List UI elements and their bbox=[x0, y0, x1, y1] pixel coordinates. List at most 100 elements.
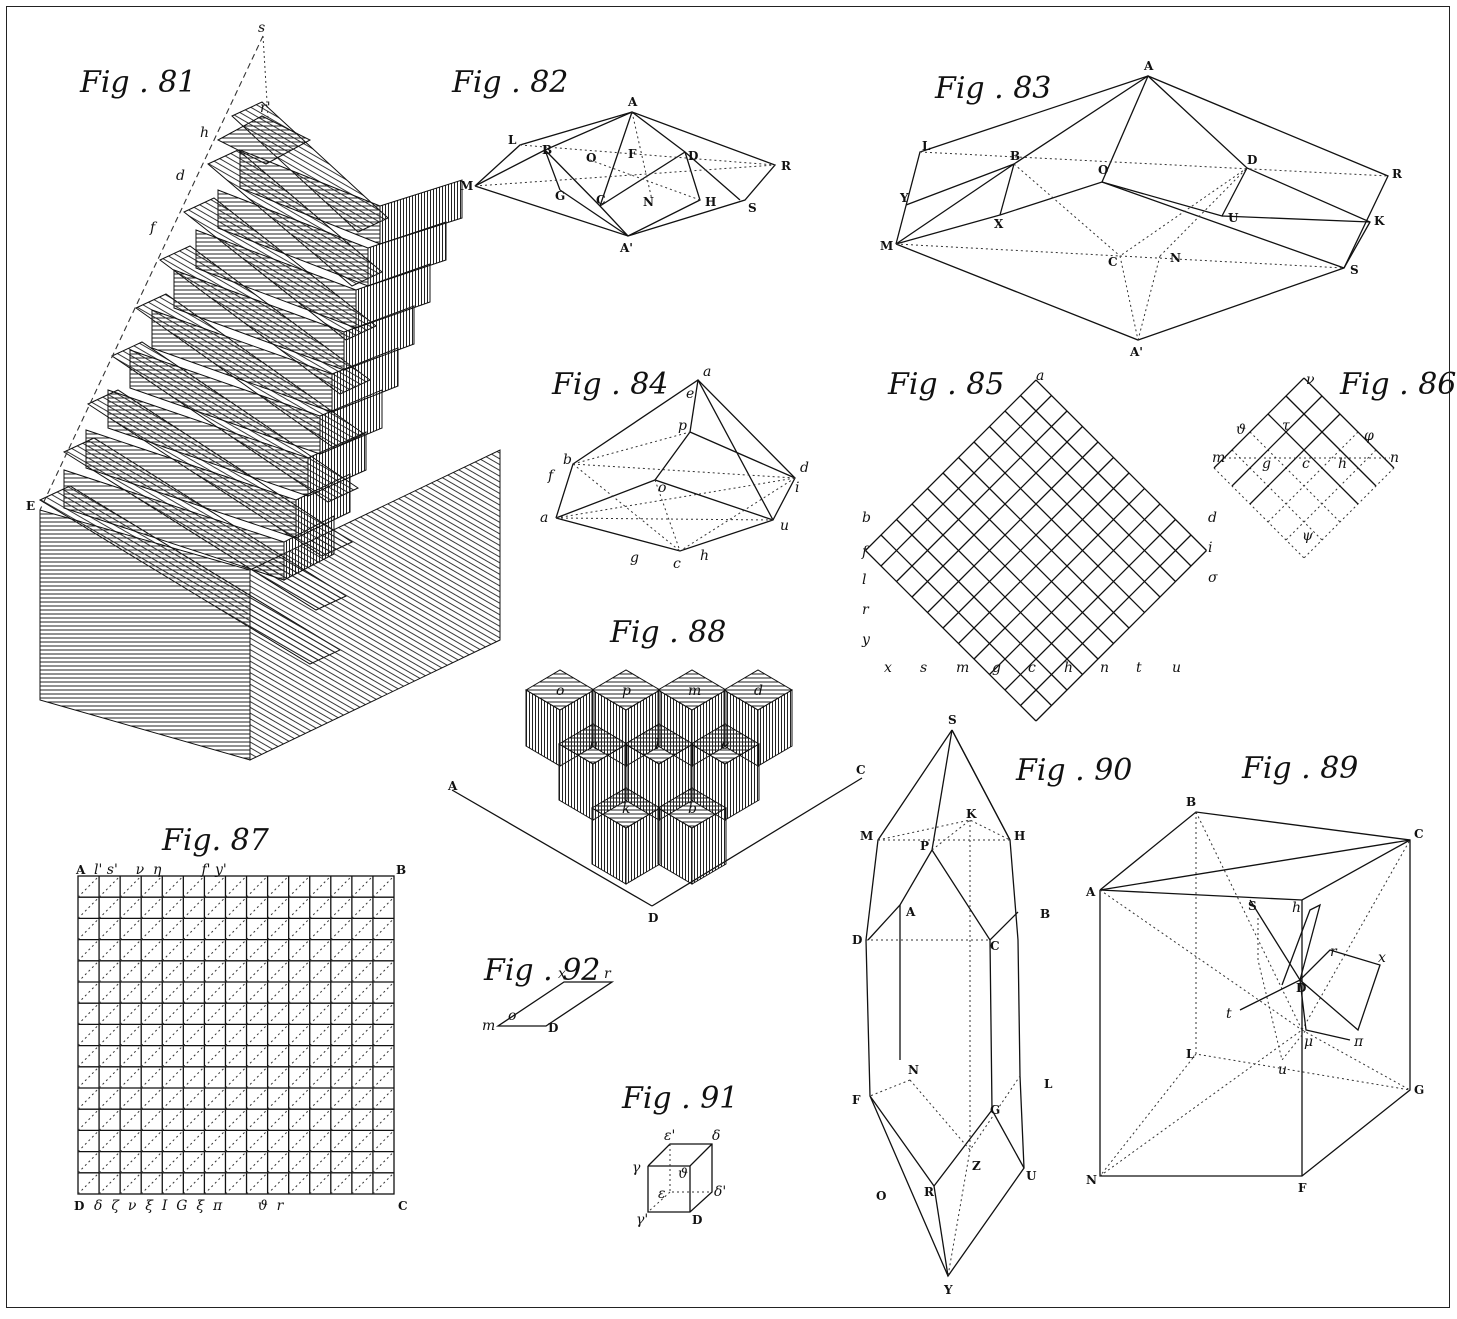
fig85-line bbox=[927, 441, 1099, 613]
fig88-cube-label: m bbox=[688, 683, 701, 699]
plate-border bbox=[6, 6, 1450, 1308]
fig91-label-D: D bbox=[692, 1213, 702, 1227]
fig84-label-u: u bbox=[780, 518, 789, 534]
fig83-edge bbox=[905, 163, 1015, 206]
fig90-label-F: F bbox=[852, 1093, 861, 1107]
fig82-label-D: D bbox=[688, 149, 698, 163]
fig86-lattice bbox=[1213, 377, 1395, 559]
fig85-bottom-label: t bbox=[1136, 660, 1142, 676]
fig90-hidden bbox=[931, 819, 971, 851]
fig91-label-t: ϑ bbox=[678, 1166, 688, 1182]
fig90-label-D: D bbox=[852, 933, 862, 947]
fig89-hidden bbox=[1099, 1053, 1197, 1177]
fig90-label-K: K bbox=[966, 807, 977, 821]
fig82: Fig . 82 A L B O F D R M G C N H S A' bbox=[451, 65, 792, 255]
fig89-label-A: A bbox=[1085, 885, 1096, 899]
fig83-label-L: L bbox=[922, 139, 931, 153]
fig83-label-A: A bbox=[1143, 59, 1154, 73]
fig85-line bbox=[1020, 395, 1192, 567]
fig82-label-G: G bbox=[555, 189, 565, 203]
fig90-label-Y: Y bbox=[943, 1283, 953, 1297]
fig85-label-r: r bbox=[862, 602, 870, 618]
fig83-hidden bbox=[1013, 163, 1121, 257]
fig89-label-S: S bbox=[1248, 899, 1257, 913]
fig88-cube-label: n bbox=[589, 737, 598, 753]
fig88-cube-label: e bbox=[721, 737, 729, 753]
fig83-title: Fig . 83 bbox=[934, 71, 1051, 106]
fig90-edge bbox=[869, 939, 993, 1188]
fig89-label-r: r bbox=[1330, 944, 1338, 960]
fig83-edge bbox=[1101, 181, 1345, 269]
fig83-label-M: M bbox=[880, 239, 893, 253]
fig90-label-C: C bbox=[990, 939, 1000, 953]
fig85-bottom-label: u bbox=[1172, 660, 1181, 676]
fig90-hidden bbox=[909, 1075, 1021, 1151]
fig83-label-Y: Y bbox=[899, 191, 909, 205]
fig90-label-P: P bbox=[920, 839, 929, 853]
fig82-edge bbox=[599, 111, 633, 207]
fig86-line bbox=[1231, 449, 1323, 541]
fig90-label-G: G bbox=[990, 1103, 1000, 1117]
fig85-bottom-label: c bbox=[1028, 660, 1036, 676]
fig82-label-A2: A' bbox=[619, 241, 633, 255]
fig90-label-N: N bbox=[908, 1063, 919, 1077]
fig81-apex-line bbox=[262, 35, 269, 119]
fig89-inner-star bbox=[1249, 899, 1381, 1032]
fig86-line bbox=[1267, 431, 1359, 523]
fig85-line bbox=[1004, 519, 1176, 691]
fig89-hidden bbox=[1301, 1029, 1411, 1091]
fig82-label-R: R bbox=[781, 159, 792, 173]
fig86-label-phi: φ bbox=[1364, 428, 1374, 444]
fig84-hidden bbox=[572, 431, 691, 465]
fig84-label-d: d bbox=[800, 460, 809, 476]
fig84-label-g: g bbox=[630, 550, 639, 566]
fig86-line bbox=[1285, 395, 1377, 487]
fig88-title: Fig . 88 bbox=[609, 615, 726, 650]
fig86-line bbox=[1231, 395, 1323, 487]
fig85-line bbox=[1020, 534, 1192, 706]
fig85-line bbox=[911, 426, 1083, 598]
fig85-label-y: y bbox=[861, 632, 871, 648]
fig85-line bbox=[911, 503, 1083, 675]
fig83-label-K: K bbox=[1374, 214, 1385, 228]
fig85-bottom-label: s bbox=[920, 660, 927, 676]
fig83-edge bbox=[1101, 75, 1149, 183]
fig88-label-D: D bbox=[648, 911, 658, 925]
fig90: Fig . 90 S M K H P A B D C N F L G Z O R… bbox=[852, 713, 1132, 1297]
fig89-label-N: N bbox=[1086, 1173, 1097, 1187]
fig89-title: Fig . 89 bbox=[1241, 751, 1358, 786]
fig90-hidden bbox=[947, 1149, 971, 1277]
fig85-label-b: b bbox=[862, 510, 871, 526]
fig83-label-U: U bbox=[1228, 211, 1239, 225]
fig89-hidden bbox=[1099, 1029, 1303, 1177]
fig89-label-F: F bbox=[1298, 1181, 1307, 1195]
fig87-label-C: C bbox=[398, 1199, 408, 1213]
fig90-edge bbox=[867, 729, 953, 941]
fig82-label-M: M bbox=[460, 179, 473, 193]
fig82-label-A: A bbox=[627, 95, 638, 109]
fig86: Fig . 86 ν m g c h n τ φ ϑ ψ bbox=[1212, 367, 1456, 559]
fig87-label-B: B bbox=[396, 863, 406, 877]
fig88-cube-label: l bbox=[655, 737, 659, 753]
fig82-label-B: B bbox=[542, 143, 552, 157]
fig89-label-x: x bbox=[1378, 950, 1386, 966]
fig85-bottom-label: g bbox=[992, 660, 1001, 676]
fig88-cube-label: d bbox=[754, 683, 763, 699]
fig82-edge bbox=[544, 149, 561, 191]
fig86-line bbox=[1285, 449, 1377, 541]
fig90-hidden bbox=[869, 1079, 911, 1097]
fig92-label-x: x bbox=[558, 966, 566, 982]
fig82-label-S: S bbox=[748, 201, 757, 215]
fig87-title: Fig. 87 bbox=[161, 823, 270, 858]
fig84-edge bbox=[654, 431, 691, 481]
fig89-hidden bbox=[1099, 889, 1303, 1031]
fig89-inner-star bbox=[1281, 903, 1321, 986]
fig91-label-e2: ε bbox=[658, 1186, 666, 1202]
fig83-hidden bbox=[1119, 255, 1345, 269]
fig85-bottom-label: h bbox=[1064, 660, 1073, 676]
fig88-cube-right bbox=[691, 807, 727, 885]
fig87-square-grid bbox=[77, 875, 395, 1195]
fig81-label-d: d bbox=[176, 168, 185, 184]
fig83-label-R: R bbox=[1392, 167, 1403, 181]
fig86-label-bot: ψ bbox=[1302, 528, 1314, 544]
